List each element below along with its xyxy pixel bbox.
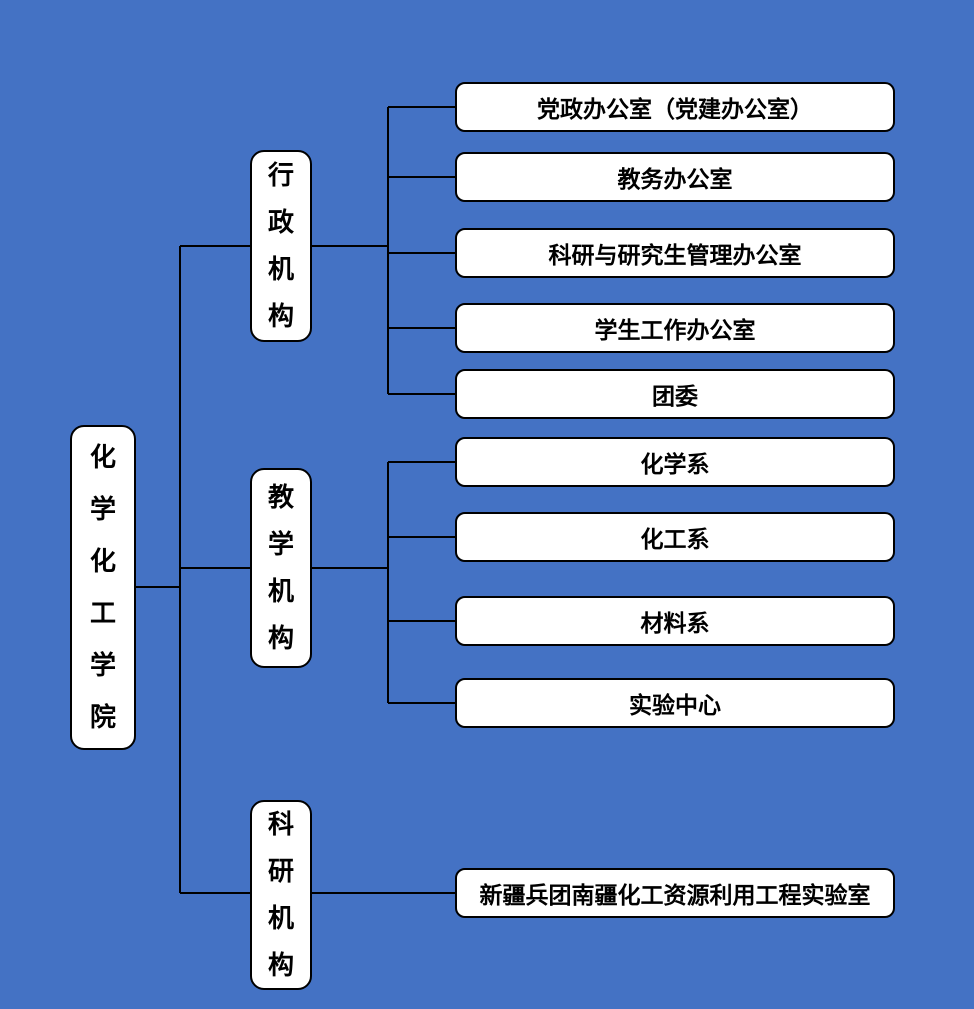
leaf-node-label: 团委 [652,384,698,409]
leaf-node: 新疆兵团南疆化工资源利用工程实验室 [455,868,895,918]
connector-branch2-fan [312,461,455,704]
leaf-node: 材料系 [455,596,895,646]
leaf-node-label: 党政办公室（党建办公室） [537,97,813,122]
branch-node-label: 教学机构 [267,483,294,653]
branch-node-teaching: 教学机构 [250,468,312,668]
connector-branch1-fan [312,106,455,395]
root-node: 化学化工学院 [70,425,136,750]
leaf-node: 教务办公室 [455,152,895,202]
leaf-node-label: 教务办公室 [617,167,733,192]
leaf-node-label: 实验中心 [629,693,721,718]
leaf-node: 化学系 [455,437,895,487]
leaf-node: 团委 [455,369,895,419]
branch-node-label: 科研机构 [267,810,294,980]
leaf-node: 党政办公室（党建办公室） [455,82,895,132]
leaf-node-label: 学生工作办公室 [594,318,756,343]
leaf-node-label: 化学系 [640,452,710,477]
leaf-node: 实验中心 [455,678,895,728]
leaf-node-label: 化工系 [640,527,710,552]
branch-node-research: 科研机构 [250,800,312,990]
leaf-node-label: 科研与研究生管理办公室 [548,243,802,268]
leaf-node-label: 新疆兵团南疆化工资源利用工程实验室 [479,883,871,908]
branch-node-label: 行政机构 [267,161,294,331]
connector-root-trunk [136,245,250,894]
branch-node-administrative: 行政机构 [250,150,312,342]
leaf-node: 科研与研究生管理办公室 [455,228,895,278]
leaf-node: 化工系 [455,512,895,562]
leaf-node-label: 材料系 [640,611,710,636]
leaf-node: 学生工作办公室 [455,303,895,353]
root-node-label: 化学化工学院 [89,442,116,732]
